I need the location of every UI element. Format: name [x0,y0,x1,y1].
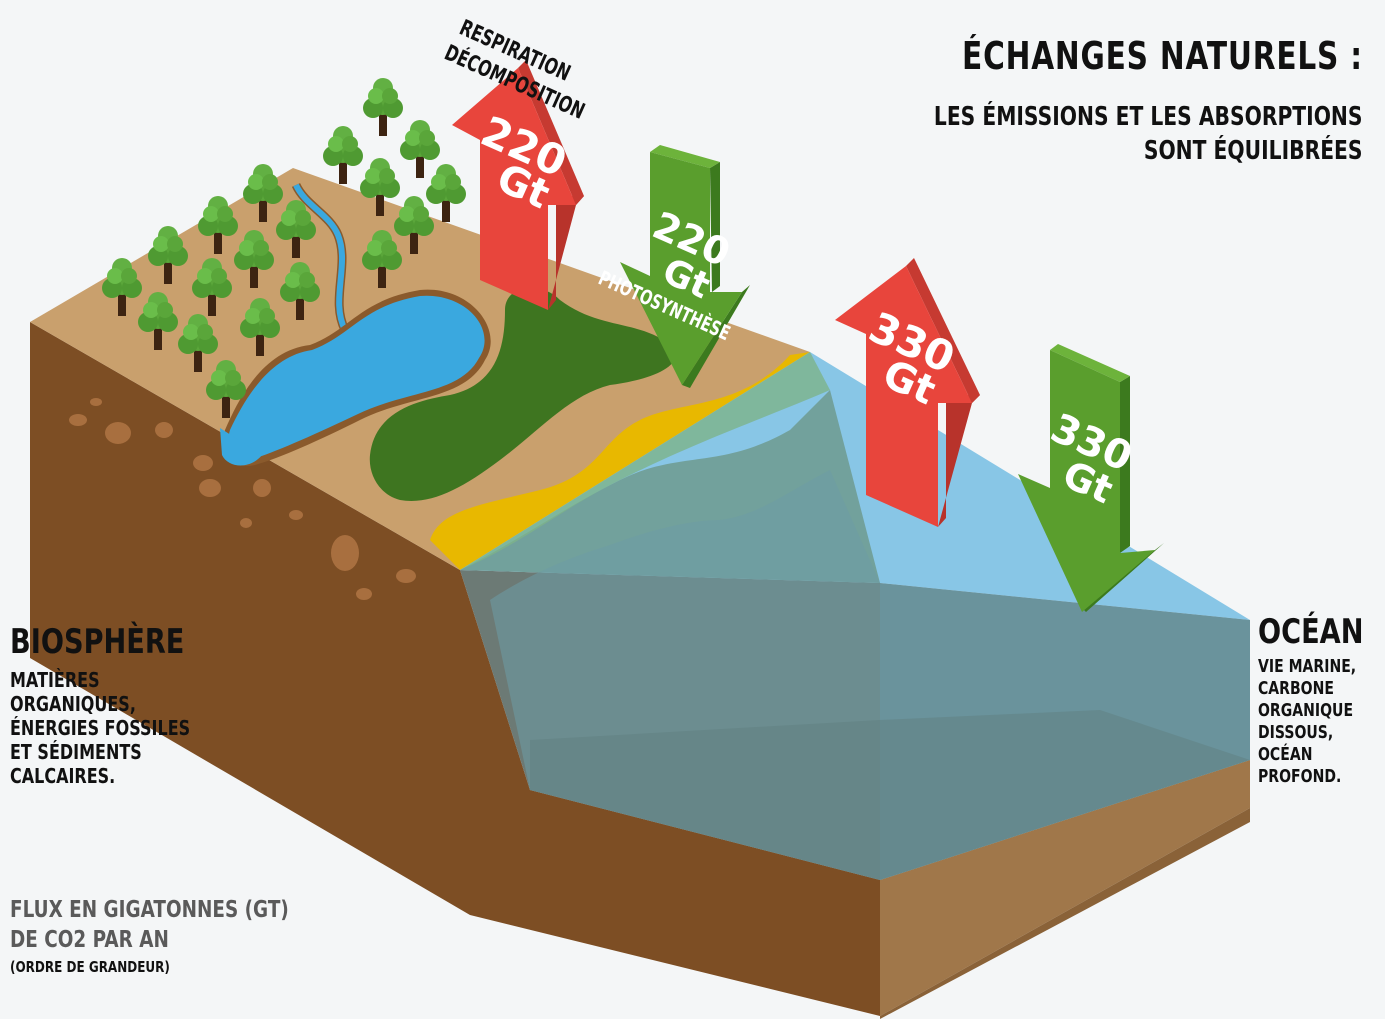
vegetation-area [369,287,676,501]
subtitle-line-2: SONT ÉQUILIBRÉES [1144,136,1363,166]
soil-side-face [30,322,880,1016]
biosphere-line: CALCAIRES. [10,764,116,788]
flux-legend-note: (ORDRE DE GRANDEUR) [10,958,170,976]
page-title: ÉCHANGES NATURELS : [962,34,1363,78]
ocean-line: VIE MARINE, [1258,656,1357,677]
flux-legend-line-2: DE CO2 PAR AN [10,927,169,953]
biosphere-line: ET SÉDIMENTS [10,740,142,764]
ocean-description: VIE MARINE, CARBONE ORGANIQUE DISSOUS, O… [1258,656,1385,788]
ocean-line: PROFOND. [1258,766,1342,787]
ocean-line: DISSOUS, [1258,722,1334,743]
flux-legend: FLUX EN GIGATONNES (GT) DE CO2 PAR AN [10,895,346,955]
arrow-ocean-absorption: 330 Gt [1018,344,1164,612]
subtitle-line-1: LES ÉMISSIONS ET LES ABSORPTIONS [934,102,1363,132]
page-subtitle: LES ÉMISSIONS ET LES ABSORPTIONS SONT ÉQ… [934,100,1363,168]
ocean-title: OCÉAN [1258,612,1364,652]
biosphere-line: ÉNERGIES FOSSILES [10,716,191,740]
soil-stones [69,398,416,600]
arrow-ocean-absorption-body [1018,350,1155,612]
biosphere-description: MATIÈRES ORGANIQUES, ÉNERGIES FOSSILES E… [10,668,226,788]
arrow-land-absorption: 220 Gt [620,145,750,388]
arrow-land-emission-body [452,68,576,310]
lake [228,295,485,459]
arrow-ocean-emission: 330 Gt [835,258,980,527]
ocean-floor-strip [880,760,1250,1016]
arrow-ocean-emission-body [835,266,972,527]
flux-legend-line-1: FLUX EN GIGATONNES (GT) [10,897,289,923]
biosphere-title: BIOSPHÈRE [10,622,185,662]
biosphere-line: ORGANIQUES, [10,692,136,716]
arrow-land-absorption-body [620,152,742,385]
arrow-land-emission: 220 Gt [452,60,584,310]
beach [430,352,810,570]
ocean-line: CARBONE [1258,678,1334,699]
ocean-line: ORGANIQUE [1258,700,1354,721]
biosphere-line: MATIÈRES [10,668,100,692]
ocean-line: OCÉAN [1258,744,1313,765]
